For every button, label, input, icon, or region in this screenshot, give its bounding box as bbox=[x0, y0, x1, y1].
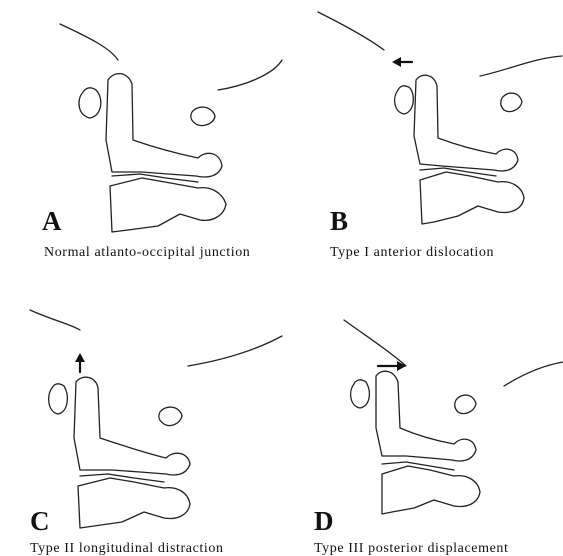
panel-a-letter: A bbox=[42, 208, 62, 235]
atlas-anterior-arch bbox=[79, 88, 101, 118]
c3-vertebra bbox=[382, 466, 480, 514]
c3-vertebra bbox=[110, 178, 226, 232]
distraction-arrow bbox=[75, 353, 85, 372]
axis-dens bbox=[414, 75, 518, 171]
atlas-anterior-arch bbox=[351, 380, 370, 408]
atlas-posterior-arch bbox=[191, 107, 215, 126]
atlas-posterior-arch bbox=[455, 395, 476, 414]
occiput-outline bbox=[30, 310, 80, 330]
panel-c-letter: C bbox=[30, 508, 50, 535]
atlas-posterior-arch bbox=[501, 93, 522, 112]
anterior-displacement-arrow bbox=[392, 57, 412, 67]
basion-outline bbox=[504, 362, 563, 386]
c2-c3-joint bbox=[80, 474, 164, 482]
panel-b: B Type I anterior dislocation bbox=[282, 0, 563, 275]
c3-vertebra bbox=[78, 478, 190, 528]
basion-outline bbox=[188, 336, 282, 366]
atlas-anterior-arch bbox=[49, 384, 68, 414]
panel-c-caption: Type II longitudinal distraction bbox=[30, 542, 224, 556]
panel-b-drawing bbox=[282, 0, 563, 275]
panel-a-caption: Normal atlanto-occipital junction bbox=[44, 246, 250, 260]
panel-d-letter: D bbox=[314, 508, 334, 535]
c3-vertebra bbox=[420, 172, 524, 224]
basion-outline bbox=[480, 56, 562, 76]
axis-dens bbox=[74, 377, 190, 475]
panel-a: A Normal atlanto-occipital junction bbox=[0, 0, 282, 275]
atlas-posterior-arch bbox=[159, 407, 182, 426]
occiput-outline bbox=[318, 12, 384, 50]
atlas-anterior-arch bbox=[395, 86, 414, 114]
occiput-outline bbox=[60, 24, 118, 60]
basion-outline bbox=[218, 60, 282, 90]
panel-b-letter: B bbox=[330, 208, 348, 235]
axis-dens bbox=[376, 371, 476, 461]
panel-d: D Type III posterior displacement bbox=[282, 280, 563, 555]
c2-c3-joint bbox=[382, 462, 454, 470]
panel-d-caption: Type III posterior displacement bbox=[314, 542, 509, 556]
panel-c: C Type II longitudinal distraction bbox=[0, 280, 282, 555]
panel-b-caption: Type I anterior dislocation bbox=[330, 246, 494, 260]
occiput-outline bbox=[344, 320, 406, 366]
